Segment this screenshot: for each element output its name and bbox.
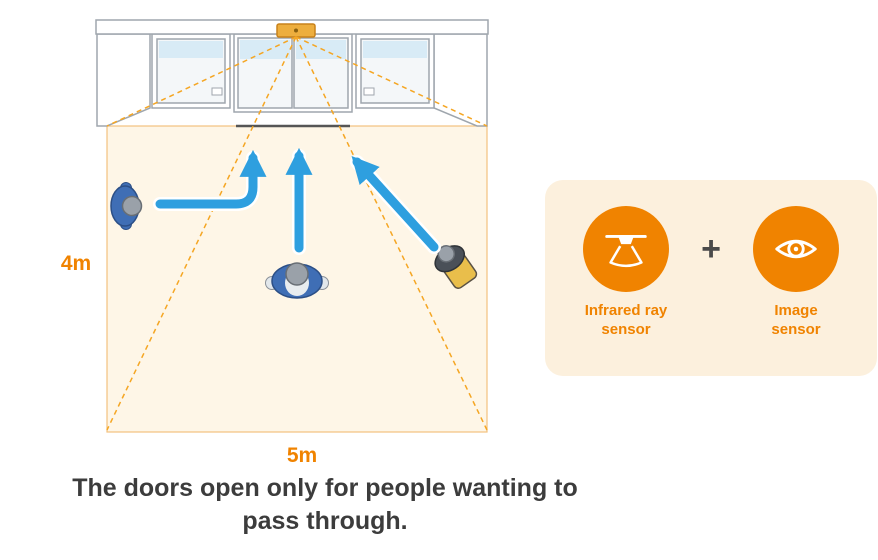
eye-icon <box>753 206 839 292</box>
door-glass-tint <box>159 40 427 59</box>
caption-text: The doors open only for people wanting t… <box>72 474 578 535</box>
movement-arrows <box>153 147 441 255</box>
person-left <box>110 182 143 230</box>
arrow-left-curved <box>155 149 267 209</box>
sensor-legend-panel: Infrared ray sensor + Image sensor <box>545 180 877 376</box>
automatic-door <box>96 33 488 127</box>
person-center <box>265 262 329 299</box>
image-sensor-label: Image sensor <box>771 302 821 338</box>
infrared-sensor-item: Infrared ray sensor <box>564 206 688 376</box>
infrared-sensor-icon <box>583 206 669 292</box>
width-dimension-label: 5m <box>286 444 318 467</box>
door-detection-diagram <box>95 19 489 433</box>
person-right <box>434 245 478 289</box>
infrared-sensor-label: Infrared ray sensor <box>584 302 668 338</box>
door-locks <box>211 87 375 96</box>
detection-beams <box>106 36 488 431</box>
arrow-right-diagonal <box>351 155 439 252</box>
door-sensor-unit <box>276 23 316 38</box>
plus-sign: + <box>701 229 721 268</box>
height-dimension-label: 4m <box>60 252 92 275</box>
image-sensor-item: Image sensor <box>734 206 858 376</box>
